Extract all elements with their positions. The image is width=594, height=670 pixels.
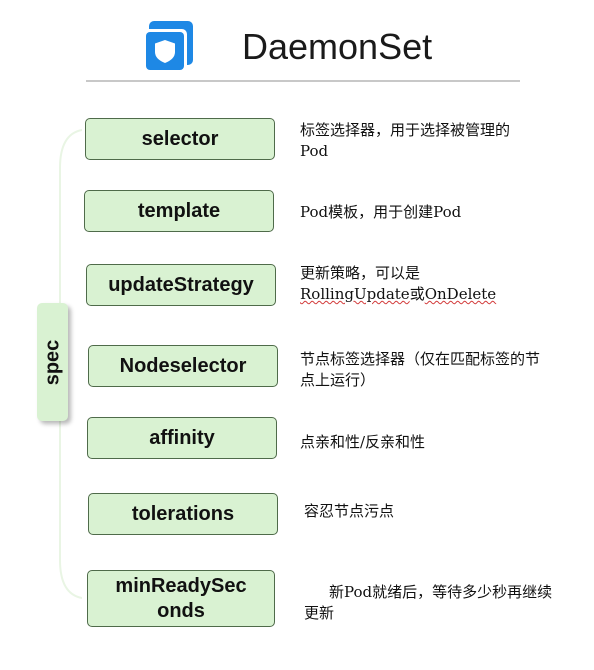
field-affinity: affinity (87, 417, 277, 459)
desc-minreadyseconds: 新Pod就绪后，等待多少秒再继续更新 (304, 583, 553, 622)
field-name-line: onds (157, 599, 205, 622)
daemonset-shield-icon (143, 21, 193, 73)
field-name-line: minReadySec (115, 574, 247, 597)
field-template: template (84, 190, 274, 232)
field-name: selector (141, 127, 219, 150)
desc-word: 或 (409, 285, 425, 303)
desc-updatestrategy: 更新策略，可以是 RollingUpdate或OnDelete (300, 263, 550, 305)
spec-box (37, 303, 68, 421)
spec-label-wrap: spec (37, 303, 68, 421)
desc-line: RollingUpdate或OnDelete (300, 284, 550, 305)
spec-label: spec (41, 339, 63, 385)
desc-tolerations: 容忍节点污点 (304, 502, 395, 520)
desc-affinity: 点亲和性/反亲和性 (300, 433, 426, 451)
desc-term: OnDelete (424, 285, 497, 303)
desc-selector: 标签选择器，用于选择被管理的Pod (300, 121, 511, 160)
field-name: affinity (149, 426, 215, 449)
desc-template: Pod模板，用于创建Pod (300, 203, 462, 221)
field-selector: selector (85, 118, 275, 160)
field-updatestrategy: updateStrategy (86, 264, 276, 306)
field-minreadyseconds: minReadySec onds (87, 570, 275, 627)
field-name: template (137, 199, 221, 222)
diagram-title: DaemonSet (242, 26, 433, 67)
field-name: Nodeselector (119, 354, 247, 377)
desc-nodeselector: 节点标签选择器（仅在匹配标签的节点上运行） (300, 350, 541, 389)
field-name: tolerations (131, 502, 235, 525)
desc-line: 更新策略，可以是 (300, 264, 421, 282)
field-nodeselector: Nodeselector (88, 345, 278, 387)
field-tolerations: tolerations (88, 493, 278, 535)
field-name: updateStrategy (108, 273, 254, 296)
desc-term: RollingUpdate (300, 285, 410, 303)
title-divider (86, 80, 520, 82)
